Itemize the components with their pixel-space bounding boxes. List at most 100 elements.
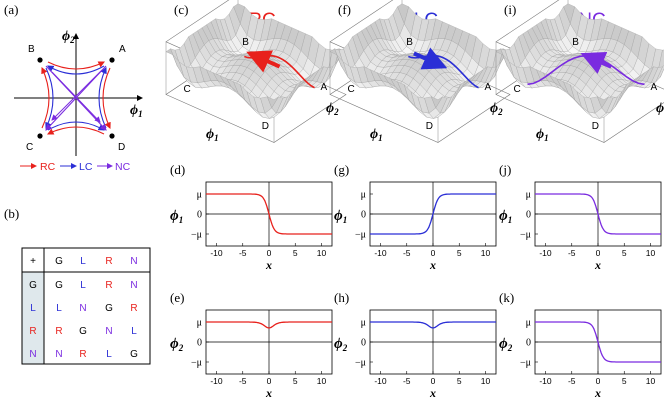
table-header-cell: L	[80, 256, 86, 267]
x-tick-label: 10	[481, 248, 491, 258]
vacuum-point-c	[37, 133, 43, 139]
table-cell: R	[105, 280, 112, 291]
x-tick-label: 10	[317, 376, 327, 386]
surface-vacuum-label-a: A	[651, 82, 658, 93]
panel-i: (i)NCABCDϕ1ϕ2	[495, 0, 664, 143]
y-tick-label: 0	[197, 338, 202, 349]
table-header-cell: N	[130, 256, 137, 267]
table-cell: G	[55, 280, 63, 291]
x-tick-label: -10	[539, 248, 552, 258]
x-tick-label: -10	[374, 248, 387, 258]
x-tick-label: -10	[210, 376, 223, 386]
y-axis-label: ϕ1	[334, 208, 347, 225]
table-row-header-cell: G	[29, 280, 37, 291]
table-cell: N	[55, 349, 62, 360]
series-line-k	[535, 321, 661, 363]
y-axis-label: ϕ2	[170, 336, 184, 353]
x-axis-label: x	[429, 258, 436, 272]
potential-surface-mesh	[329, 3, 511, 119]
x-tick-label: -5	[403, 248, 411, 258]
table-cell: L	[131, 326, 137, 337]
lc-arrow-right	[98, 67, 107, 129]
surface-vacuum-label-a: A	[321, 82, 328, 93]
rc-arrow-bottom	[47, 126, 105, 135]
x-tick-label: -5	[239, 376, 247, 386]
nc-arrow-diag-3	[51, 69, 103, 121]
rc-arrow-top	[47, 61, 105, 70]
y-tick-label: 0	[361, 338, 366, 349]
y-tick-label: μ	[526, 318, 531, 329]
y-tick-label: −μ	[355, 230, 366, 241]
y-tick-label: −μ	[355, 358, 366, 369]
surface-vacuum-label-c: C	[184, 84, 191, 95]
panel-label-k: (k)	[499, 290, 514, 305]
x-tick-label: 0	[431, 376, 436, 386]
direction-arrow-lc	[413, 47, 448, 70]
y-tick-label: μ	[361, 318, 366, 329]
table-cell: N	[105, 326, 112, 337]
x-tick-label: 5	[622, 376, 627, 386]
y-tick-label: −μ	[520, 358, 531, 369]
group-table-border	[21, 247, 151, 365]
rc-arrow-left	[41, 67, 50, 129]
lc-arrow-bottom	[47, 121, 105, 131]
y-axis-label: ϕ1	[499, 208, 512, 225]
x-axis-label: x	[265, 258, 272, 272]
y-tick-label: 0	[197, 210, 202, 221]
vacuum-point-d	[109, 133, 115, 139]
y-axis-label: ϕ1	[170, 208, 183, 225]
table-row-header-cell: N	[29, 349, 36, 360]
x-tick-label: 0	[431, 248, 436, 258]
series-line-e	[206, 321, 332, 329]
x-axis-label: x	[594, 386, 601, 400]
vacuum-label-b: B	[28, 44, 35, 55]
table-cell: R	[79, 349, 86, 360]
surface-axis-phi1: ϕ1	[536, 127, 549, 143]
x-axis-label: x	[429, 386, 436, 400]
direction-arrow-rc	[246, 50, 281, 73]
x-tick-label: -10	[210, 248, 223, 258]
x-tick-label: 5	[622, 248, 627, 258]
surface-axis-phi1: ϕ1	[370, 127, 383, 143]
x-tick-label: 0	[267, 376, 272, 386]
x-tick-label: 0	[267, 248, 272, 258]
table-cell: L	[80, 280, 86, 291]
table-shade-column	[22, 272, 44, 364]
table-cell: G	[79, 326, 87, 337]
y-tick-label: μ	[197, 318, 202, 329]
x-tick-label: -10	[374, 376, 387, 386]
table-cell: L	[106, 349, 112, 360]
panel-label-j: (j)	[499, 162, 511, 177]
x-tick-label: -5	[403, 376, 411, 386]
direction-arrow-nc	[580, 51, 613, 74]
y-tick-label: 0	[361, 210, 366, 221]
legend-nc-label: NC	[115, 161, 131, 173]
series-line-h	[370, 321, 496, 329]
x-tick-label: 0	[596, 376, 601, 386]
x-tick-label: 5	[293, 376, 298, 386]
vacuum-label-a: A	[119, 44, 126, 55]
x-tick-label: 5	[293, 248, 298, 258]
x-tick-label: -5	[568, 248, 576, 258]
axis-label-phi1: ϕ1	[130, 103, 143, 119]
table-cell: R	[55, 326, 62, 337]
y-tick-label: μ	[526, 190, 531, 201]
x-tick-label: 5	[457, 376, 462, 386]
surface-axis-phi2: ϕ2	[326, 101, 339, 117]
x-tick-label: 10	[646, 376, 656, 386]
potential-surface-mesh	[495, 3, 664, 119]
x-tick-label: -10	[539, 376, 552, 386]
y-tick-label: 0	[526, 338, 531, 349]
panel-label-b: (b)	[4, 206, 19, 221]
y-axis-label: ϕ2	[499, 336, 513, 353]
panel-f: (f)LCABCDϕ1ϕ2	[329, 0, 511, 143]
series-line-g	[370, 193, 496, 235]
series-line-d	[206, 193, 332, 235]
surface-vacuum-label-b: B	[406, 37, 413, 48]
vacuum-label-c: C	[26, 142, 33, 153]
